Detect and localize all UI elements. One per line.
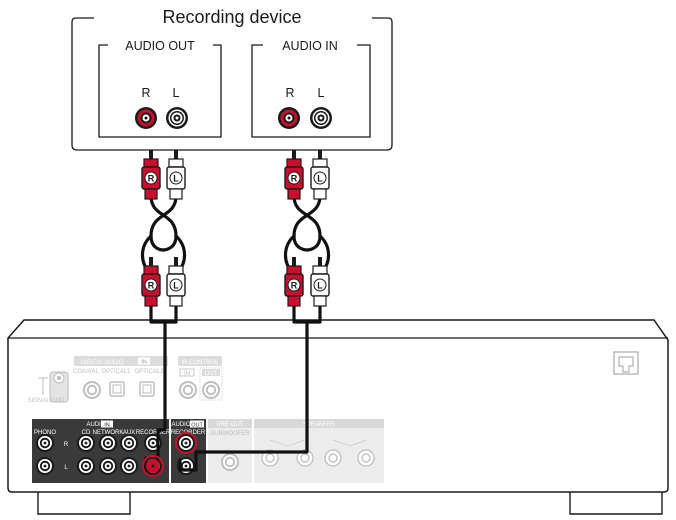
cd-label: CD bbox=[82, 430, 91, 436]
amp-row-r-label: R bbox=[64, 442, 69, 448]
speakers-label: SPEAKERS bbox=[303, 422, 335, 428]
speakers-section: SPEAKERS bbox=[254, 419, 384, 483]
digital-audio-panel: DIGITAL AUDIO IN COAXIAL OPTICAL1 OPTICA… bbox=[73, 356, 168, 399]
cable-in-lower-l bbox=[305, 302, 322, 324]
ir-in-label: IN bbox=[184, 371, 190, 377]
plug-out-r-label: R bbox=[148, 174, 155, 184]
cable-in-to-recorder-out bbox=[178, 331, 309, 472]
signal-gnd-label: SIGNAL GND bbox=[28, 398, 65, 404]
amp-audio-in-badge: IN bbox=[104, 423, 110, 429]
ir-control-panel: IR CONTROL IN OUT bbox=[178, 356, 223, 401]
coaxial-label: COAXIAL bbox=[73, 369, 100, 375]
audio-in-panel: AUDIO IN R L bbox=[251, 39, 371, 138]
connected-jack-highlights bbox=[142, 432, 197, 477]
plug-in-amp-l-label: L bbox=[317, 281, 323, 291]
phono-label: PHONO bbox=[34, 430, 56, 436]
recorder-in-label: RECORDER bbox=[136, 430, 171, 436]
plugs-device-side: R L R L bbox=[141, 149, 330, 200]
plug-in-amp-r-label: R bbox=[291, 281, 298, 291]
plug-in-r-label: R bbox=[291, 174, 298, 184]
plug-out-l-label: L bbox=[173, 174, 179, 184]
aux-label: AUX bbox=[123, 430, 135, 436]
amp-audio-in-section: AUDIO IN PHONO CD NETWORK AUX RECORDER R… bbox=[32, 419, 171, 483]
subwoofer-label: SUBWOOFER bbox=[210, 431, 250, 437]
cable-out-twist-top bbox=[149, 194, 178, 238]
cable-in-lower-r bbox=[292, 302, 309, 335]
audio-in-l-label: L bbox=[318, 86, 325, 100]
audio-in-label: AUDIO IN bbox=[282, 39, 338, 53]
amp-row-l-label: L bbox=[64, 465, 68, 471]
aux-l-jack bbox=[120, 457, 138, 475]
cable-out-twist-join bbox=[149, 234, 178, 252]
network-label: NETWORK bbox=[93, 430, 124, 436]
audio-in-r-label: R bbox=[285, 86, 294, 100]
cable-out-to-recorder-in bbox=[144, 331, 167, 472]
plug-in-l-label: L bbox=[317, 174, 323, 184]
audio-out-panel: AUDIO OUT R L bbox=[98, 39, 222, 138]
cd-r-jack bbox=[77, 434, 95, 452]
optical2-label: OPTICAL2 bbox=[134, 369, 164, 375]
subwoofer-jack bbox=[221, 453, 239, 471]
recorder-out-r-jack bbox=[177, 434, 195, 452]
plug-out-amp-r-label: R bbox=[148, 281, 155, 291]
ir-control-label: IR CONTROL bbox=[181, 360, 219, 366]
plug-out-amp-l-label: L bbox=[173, 281, 179, 291]
audio-out-label: AUDIO OUT bbox=[125, 39, 195, 53]
audio-out-l-label: L bbox=[173, 86, 180, 100]
audio-in-l-jack bbox=[310, 107, 332, 129]
audio-out-l-jack bbox=[166, 107, 188, 129]
brand-logo-icon bbox=[613, 351, 639, 375]
recording-device-title: Recording device bbox=[162, 7, 301, 27]
cable-out-lower-l bbox=[163, 302, 178, 324]
pre-out-label: PRE OUT bbox=[217, 422, 244, 428]
network-l-jack bbox=[99, 457, 117, 475]
cable-out-lower-r bbox=[149, 302, 167, 335]
phono-l-jack bbox=[36, 457, 54, 475]
ir-out-jack bbox=[202, 381, 220, 399]
cd-l-jack bbox=[77, 457, 95, 475]
amp-audio-out-badge: OUT bbox=[191, 423, 203, 429]
phono-r-jack bbox=[36, 434, 54, 452]
audio-out-r-jack bbox=[135, 107, 157, 129]
cable-in-twist-top bbox=[292, 194, 322, 238]
ir-in-jack bbox=[179, 381, 197, 399]
amplifier: SIGNAL GND DIGITAL AUDIO IN COAXIAL OPTI… bbox=[7, 319, 669, 515]
ir-out-label: OUT bbox=[205, 371, 218, 377]
audio-out-r-label: R bbox=[141, 86, 150, 100]
digital-audio-label: DIGITAL AUDIO bbox=[80, 360, 123, 366]
cable-in-twist-join bbox=[292, 234, 322, 252]
network-r-jack bbox=[99, 434, 117, 452]
coaxial-jack bbox=[83, 381, 101, 399]
recording-device: Recording device AUDIO OUT R L AUDIO IN … bbox=[71, 7, 393, 151]
audio-in-r-jack bbox=[278, 107, 300, 129]
digital-audio-badge: IN bbox=[141, 360, 147, 366]
signal-gnd-terminal: SIGNAL GND bbox=[28, 371, 69, 404]
amp-audio-in-label: AUDIO bbox=[86, 422, 105, 428]
plugs-amp-side: R L R L bbox=[141, 256, 330, 307]
aux-r-jack bbox=[120, 434, 138, 452]
optical1-label: OPTICAL1 bbox=[101, 369, 131, 375]
amp-audio-out-label: AUDIO bbox=[171, 422, 190, 428]
connected-jack-pin bbox=[151, 464, 155, 468]
